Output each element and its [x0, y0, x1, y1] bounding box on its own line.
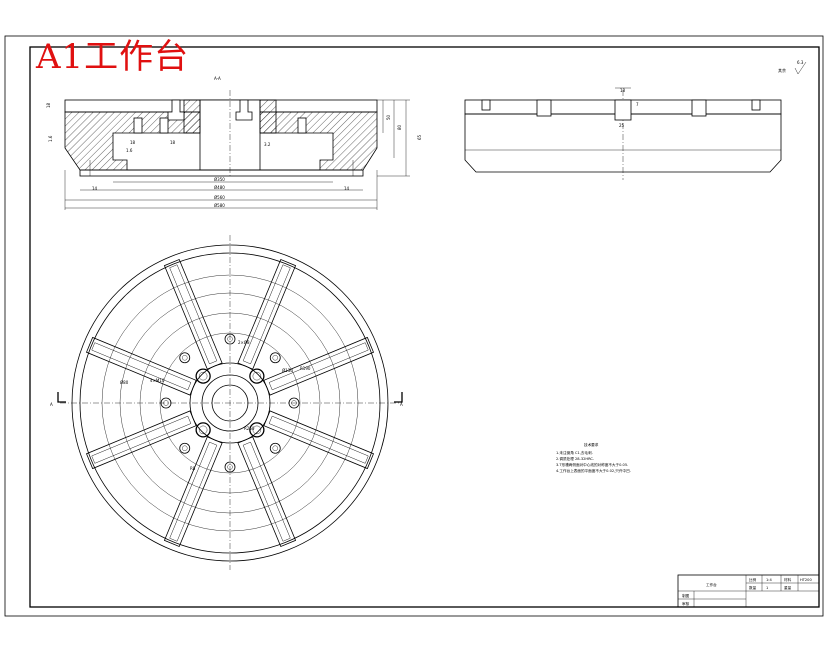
tech-note-2: 2.调质处理 28-32HRC. — [556, 456, 594, 461]
bolt-hole-8 — [269, 352, 281, 364]
t-slot-inner — [91, 342, 192, 391]
dim-w2: 18 — [170, 140, 176, 145]
tb-cell-3: 材料 — [784, 577, 792, 582]
tech-notes-heading: 技术要求 — [584, 442, 599, 447]
bolt-hole-core-6 — [182, 355, 188, 361]
side-dim-2: 25 — [619, 123, 625, 128]
dim-d2: Ø480 — [214, 185, 225, 190]
threaded-hole-core-3 — [198, 371, 208, 381]
general-roughness-mark: 其余 6.3 — [778, 60, 807, 75]
threaded-hole-core-1 — [252, 425, 262, 435]
threaded-hole-3 — [195, 368, 211, 384]
plan-label-1: 4×M10 — [150, 378, 165, 383]
section-arrow-left — [57, 392, 66, 403]
dim-d1: Ø350 — [214, 177, 225, 182]
svg-text:A-A: A-A — [214, 76, 221, 81]
tb-cell-4: HT200 — [800, 578, 812, 582]
outer-border — [4, 35, 824, 617]
svg-text:其余: 其余 — [778, 67, 786, 73]
plan-label-3: 2×Ø8 — [238, 340, 250, 345]
dim-d3: Ø560 — [214, 195, 225, 200]
tb-cell-1: 比例 — [749, 577, 757, 582]
t-slot-inner — [268, 415, 369, 464]
section-mark-right: A — [400, 402, 403, 407]
roughness-1: 1.6 — [48, 135, 53, 142]
tech-note-4: 4.工作台上表面的平面度不大于0.02,只许中凹. — [556, 468, 631, 473]
threaded-hole-4 — [249, 368, 265, 384]
section-mark-left: A — [50, 402, 53, 407]
plan-label-5: Ø130 — [282, 368, 293, 373]
dim-w1: 18 — [130, 140, 136, 145]
plan-labels: 4×M10 R8 2×Ø8 Ø80 Ø130 R190 R250 A A — [50, 340, 403, 471]
dim-d4: Ø580 — [214, 203, 225, 208]
tb-cell-5: 数量 — [749, 585, 757, 590]
dim-h2: 80 — [397, 124, 402, 130]
dim-h4: 18 — [46, 102, 51, 108]
section-view-a-a: A-A Ø350 Ø480 Ø560 Ø580 — [46, 76, 422, 210]
tech-note-3: 3.T形槽两侧面对中心线的对称度不大于0.05. — [556, 462, 628, 467]
title-part-name: 工作台 — [706, 582, 717, 587]
plan-label-6: R190 — [300, 366, 311, 371]
bolt-hole-6 — [179, 352, 191, 364]
threaded-hole-core-2 — [198, 425, 208, 435]
bolt-hole-4 — [179, 442, 191, 454]
technical-requirements: 技术要求 1.未注倒角 C1,去毛刺. 2.调质处理 28-32HRC. 3.T… — [556, 442, 631, 473]
side-view: 18 25 7 — [464, 87, 782, 180]
tb-cell-6: 1 — [766, 586, 768, 590]
plan-label-2: R8 — [190, 466, 196, 471]
threaded-hole-core-4 — [252, 371, 262, 381]
bolt-hole-core-4 — [182, 445, 188, 451]
dim-w3: 14 — [92, 186, 98, 191]
inner-border — [29, 46, 820, 608]
title-block: 工作台 比例 1:4 材料 HT200 数量 1 重量 制图 审核 — [677, 574, 820, 608]
plan-label-7: R250 — [244, 426, 255, 431]
t-slot-inner — [169, 441, 218, 542]
roughness-3: 1.6 — [126, 148, 133, 153]
section-arrow-right — [394, 392, 403, 403]
t-slot-inner — [268, 342, 369, 391]
t-slot-inner — [242, 264, 291, 365]
watermark-title: A1工作台 — [36, 37, 190, 77]
tb-cell-10: 审核 — [682, 601, 690, 606]
t-slot-inner — [169, 264, 218, 365]
dim-w4: 14 — [344, 186, 350, 191]
dim-h3: 65 — [417, 134, 422, 140]
bolt-hole-core-2 — [272, 445, 278, 451]
plan-label-4: Ø80 — [120, 380, 129, 385]
tb-cell-2: 1:4 — [766, 578, 772, 582]
tb-cell-7: 重量 — [784, 585, 792, 590]
dim-h1: 50 — [386, 114, 391, 120]
bolt-hole-2 — [269, 442, 281, 454]
side-dim-1: 18 — [620, 88, 626, 93]
plan-view — [57, 235, 403, 570]
roughness-2: 3.2 — [264, 142, 271, 147]
side-dim-3: 7 — [636, 102, 639, 107]
threaded-hole-1 — [249, 422, 265, 438]
t-slot-inner — [91, 415, 192, 464]
t-slot-inner — [242, 441, 291, 542]
tb-cell-9: 制图 — [682, 593, 690, 598]
svg-text:6.3: 6.3 — [797, 60, 804, 65]
threaded-hole-2 — [195, 422, 211, 438]
tech-note-1: 1.未注倒角 C1,去毛刺. — [556, 450, 593, 455]
bolt-hole-core-8 — [272, 355, 278, 361]
